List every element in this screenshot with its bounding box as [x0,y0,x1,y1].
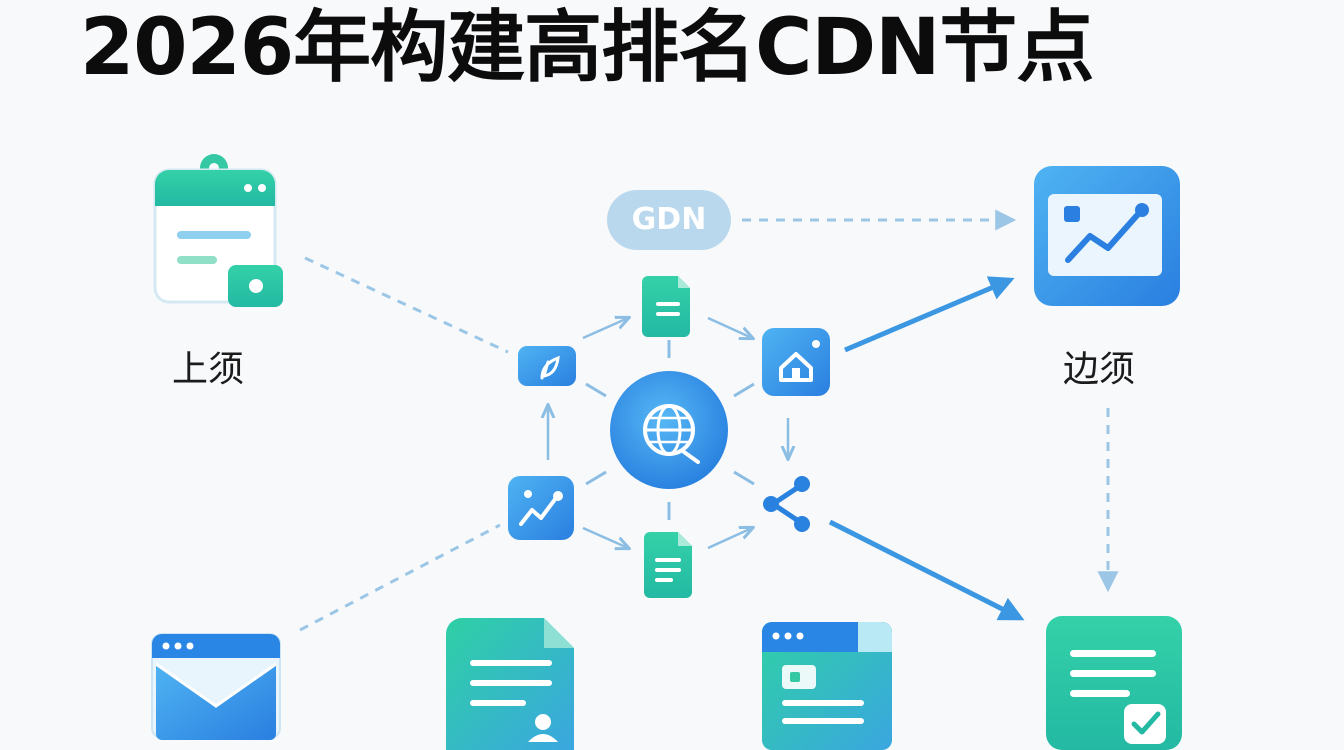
profile-document-icon [446,618,574,750]
hub-spoke [733,470,755,486]
connectors [299,209,1119,632]
browser-window-icon [762,622,892,750]
globe-icon [610,371,728,489]
hub-arrow [582,526,628,548]
hub-arrow [582,318,628,340]
dashed-connector-bottom-left [299,523,501,632]
arrow-to-chart-window [844,276,1015,353]
page-title: 2026年构建高排名CDN节点 [80,3,1094,93]
hub-spoke [585,470,607,486]
hub-arrow [707,316,752,338]
arrow-to-checklist [828,519,1025,621]
envelope-icon [151,633,281,740]
trend-icon [508,476,574,540]
home-icon [762,328,830,396]
label-left-top: 上须 [172,349,245,390]
document-icon [642,276,690,337]
leaf-icon [518,346,576,386]
share-icon [763,476,810,532]
document-icon [644,532,692,598]
hub-arrow [707,528,752,550]
dashed-connector-top-left [304,256,509,354]
hub-spoke [733,382,755,398]
hub-spoke [585,382,607,398]
gdn-pill: GDN [607,190,731,250]
line-chart-window-icon [1034,166,1180,306]
label-right-top: 边须 [1063,349,1136,390]
checklist-document-icon [1046,616,1182,750]
calendar-card-icon [153,154,283,307]
